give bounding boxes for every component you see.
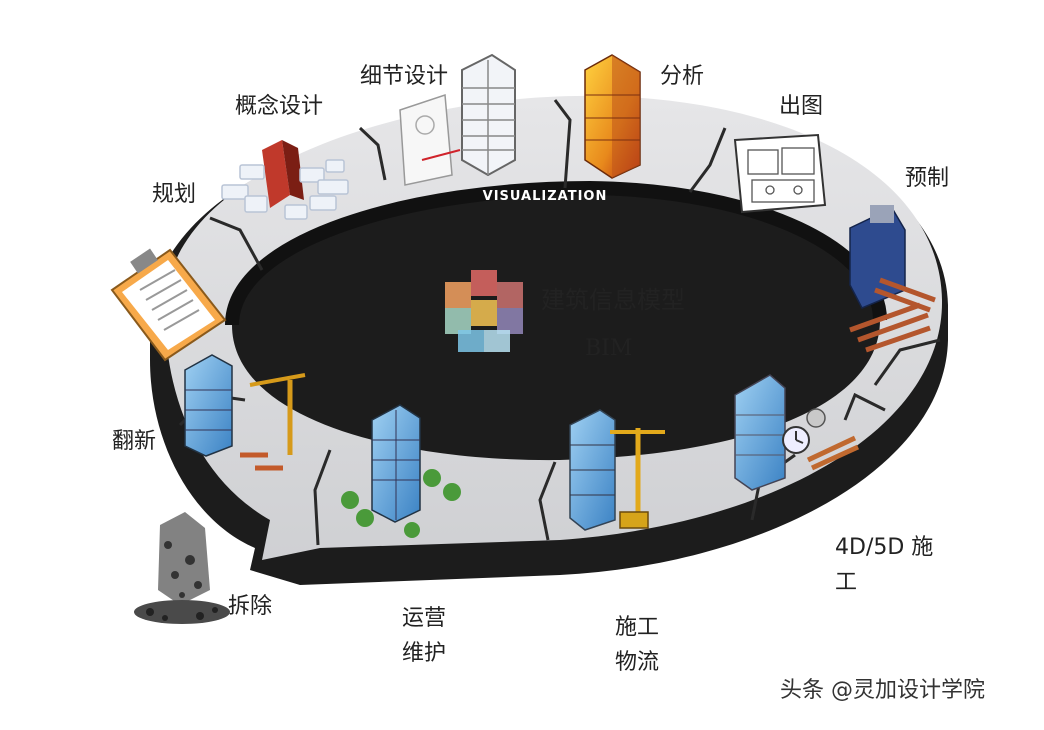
prefab-machine-icon xyxy=(849,205,936,353)
trees-icon xyxy=(341,469,461,538)
stage-label-concept: 概念设计 xyxy=(235,94,324,119)
bim-cube-icon xyxy=(445,270,523,352)
stage-label-logistics-line1: 施工 xyxy=(615,615,660,640)
demolition-rubble-icon xyxy=(134,512,230,624)
stage-label-renovation: 翻新 xyxy=(112,429,157,454)
watermark: 头条 @灵加设计学院 xyxy=(780,678,985,703)
stage-label-drawing: 出图 xyxy=(779,94,824,119)
inner-rim xyxy=(225,180,887,326)
analysis-tower-icon xyxy=(584,54,641,179)
stage-label-detail: 细节设计 xyxy=(360,64,449,89)
stage-label-demolition: 拆除 xyxy=(228,594,273,619)
operation-tower-icon xyxy=(341,404,461,538)
stage-label-logistics-line2: 物流 xyxy=(615,650,660,675)
center-title: 建筑信息模型 xyxy=(541,286,685,314)
renovation-crane-icon xyxy=(184,354,306,471)
stage-label-construction-line2: 工 xyxy=(835,570,858,595)
clipboard-icon xyxy=(110,248,227,362)
stage-label-construction-line1: 4D/5D 施 xyxy=(835,535,934,560)
stage-label-operation-line2: 维护 xyxy=(402,641,447,666)
logistics-crane-icon xyxy=(569,409,665,531)
coin-icon xyxy=(806,408,826,428)
detail-tower-icon xyxy=(399,53,516,186)
stage-label-analysis: 分析 xyxy=(660,64,705,89)
construction-4d5d-icon xyxy=(734,374,860,491)
stage-label-operation-line1: 运营 xyxy=(402,606,447,631)
concept-massing-icon xyxy=(221,140,349,220)
stage-label-planning: 规划 xyxy=(152,182,197,207)
center-subtitle: BIM xyxy=(585,336,633,361)
stage-label-prefab: 预制 xyxy=(905,166,950,191)
blueprint-icon xyxy=(733,133,827,214)
visualization-caption: VISUALIZATION xyxy=(483,189,608,204)
